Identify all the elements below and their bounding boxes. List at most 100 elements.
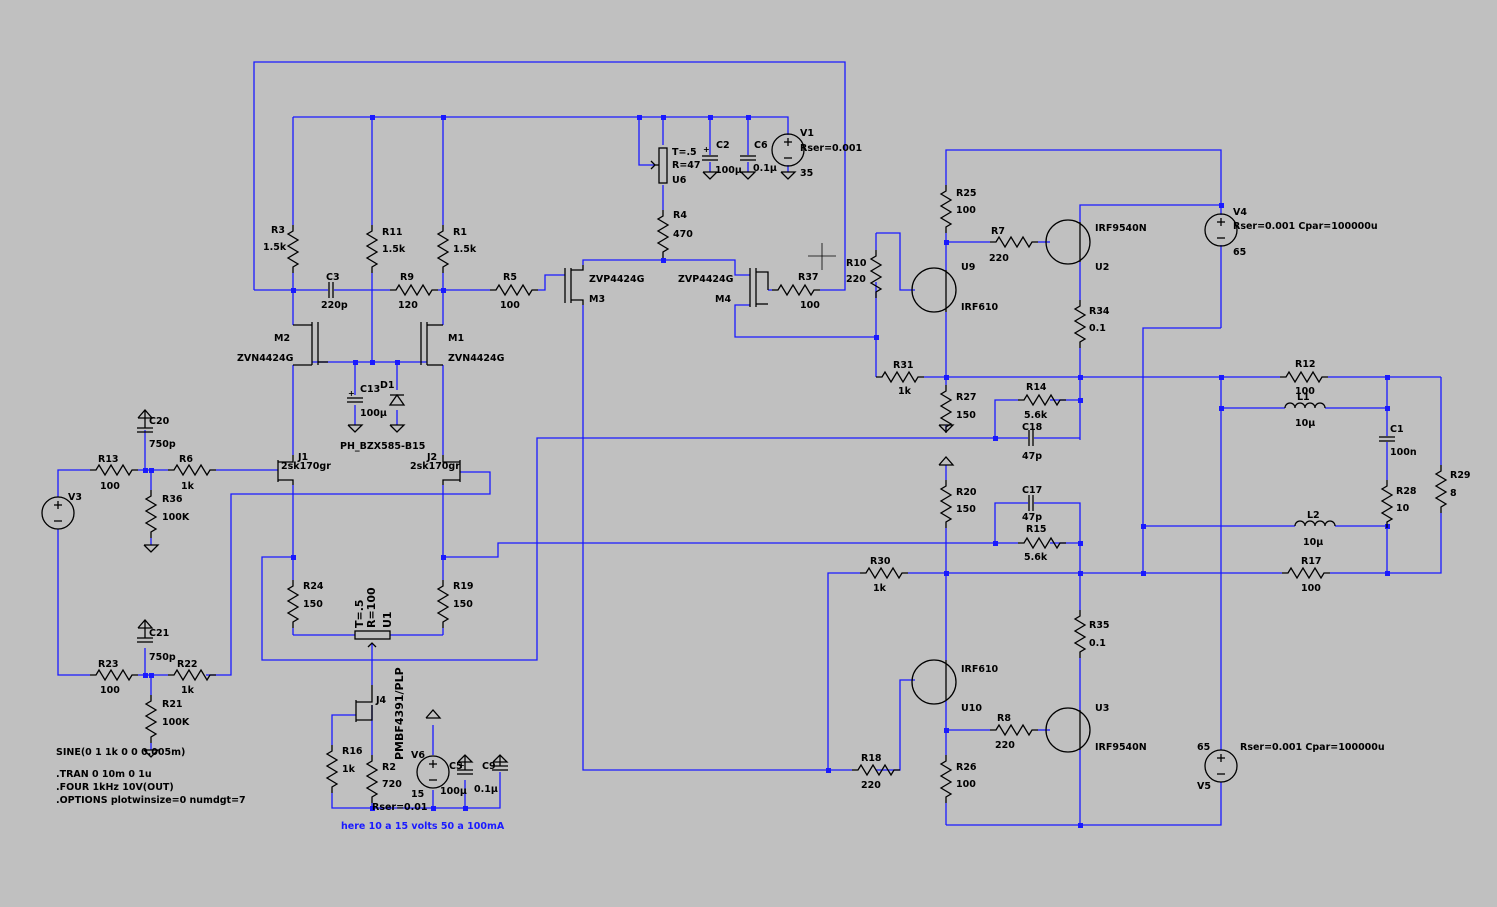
label-R4-value: 470 (673, 229, 693, 240)
label-C2-value: 100µ (715, 165, 742, 176)
label-R5: R5 (503, 272, 517, 283)
label-C21: C21 (149, 628, 169, 639)
label-R4: R4 (673, 210, 687, 221)
label-V1-param: Rser=0.001 (800, 143, 862, 154)
label-R11: R11 (382, 227, 403, 238)
label-C2: C2 (716, 140, 730, 151)
label-R3-value: 1.5k (263, 242, 287, 253)
label-R22-value: 1k (181, 685, 195, 696)
label-U9: U9 (961, 262, 975, 273)
label-R27-value: 150 (956, 410, 976, 421)
label-J2: J2 (426, 452, 437, 463)
label-U2: U2 (1095, 262, 1109, 273)
directive-four: .FOUR 1kHz 10V(OUT) (56, 782, 174, 793)
label-R31: R31 (893, 360, 914, 371)
label-M2-value: ZVN4424G (237, 353, 294, 364)
label-R15: R15 (1026, 524, 1047, 535)
label-R30: R30 (870, 556, 891, 567)
component-symbols: + + + (41, 133, 1447, 804)
label-C20: C20 (149, 416, 170, 427)
label-R16: R16 (342, 746, 363, 757)
label-R15-value: 5.6k (1024, 552, 1048, 563)
label-R21-value: 100K (162, 717, 190, 728)
label-J4: J4 (375, 695, 387, 706)
label-R2-value: 720 (382, 779, 402, 790)
label-C13-value: 100µ (360, 408, 387, 419)
label-J2-value: 2sk170gr (410, 461, 460, 472)
label-C3-value: 220p (321, 300, 348, 311)
label-C3: C3 (326, 272, 340, 283)
label-R2: R2 (382, 762, 396, 773)
label-U10-value: IRF610 (961, 664, 999, 675)
label-R23: R23 (98, 659, 119, 670)
label-V1-value: 35 (800, 168, 813, 179)
label-R25: R25 (956, 188, 977, 199)
label-R16-value: 1k (342, 764, 356, 775)
label-R22: R22 (177, 659, 198, 670)
label-R26: R26 (956, 762, 977, 773)
label-R17: R17 (1301, 556, 1322, 567)
label-R10-value: 220 (846, 274, 866, 285)
label-M4-value: ZVP4424G (678, 274, 734, 285)
label-R23-value: 100 (100, 685, 120, 696)
label-L1-value: 10µ (1295, 418, 1315, 429)
svg-text:+: + (348, 389, 355, 398)
directive-options: .OPTIONS plotwinsize=0 numdgt=7 (56, 795, 246, 806)
label-C5-value: 100µ (440, 786, 467, 797)
directive-tran: .TRAN 0 10m 0 1u (56, 769, 152, 780)
label-L2: L2 (1307, 510, 1320, 521)
label-R34-value: 0.1 (1089, 323, 1106, 334)
label-C5: C5 (449, 761, 463, 772)
label-R35-value: 0.1 (1089, 638, 1106, 649)
label-R24: R24 (303, 581, 324, 592)
label-L1: L1 (1297, 392, 1310, 403)
label-M1: M1 (448, 333, 464, 344)
label-R14: R14 (1026, 382, 1047, 393)
label-R3: R3 (271, 225, 285, 236)
label-V6: V6 (411, 750, 425, 761)
label-C17: C17 (1022, 485, 1042, 496)
label-C17-value: 47p (1022, 512, 1042, 523)
label-V1: V1 (800, 128, 814, 139)
label-R26-value: 100 (956, 779, 976, 790)
label-U3-value: IRF9540N (1095, 742, 1147, 753)
label-C6-value: 0.1µ (753, 163, 777, 174)
label-R36: R36 (162, 494, 183, 505)
label-D1: D1 (380, 380, 395, 391)
label-C18-value: 47p (1022, 451, 1042, 462)
label-R20: R20 (956, 487, 977, 498)
label-R29: R29 (1450, 470, 1471, 481)
label-U1-value: R=100 (365, 587, 378, 628)
comment-text: here 10 a 15 volts 50 a 100mA (341, 821, 505, 832)
label-R36-value: 100K (162, 512, 190, 523)
label-C6: C6 (754, 140, 768, 151)
label-R34: R34 (1089, 306, 1110, 317)
label-R13-value: 100 (100, 481, 120, 492)
label-R27: R27 (956, 392, 977, 403)
label-R7: R7 (991, 226, 1005, 237)
label-R9-value: 120 (398, 300, 418, 311)
label-R8-value: 220 (995, 740, 1015, 751)
label-R35: R35 (1089, 620, 1110, 631)
label-J1: J1 (297, 452, 308, 463)
label-R13: R13 (98, 454, 119, 465)
label-V6-value: 15 (411, 789, 424, 800)
label-R9: R9 (400, 272, 414, 283)
label-R11-value: 1.5k (382, 244, 406, 255)
label-C1: C1 (1390, 424, 1404, 435)
label-C9-value: 0.1µ (474, 784, 498, 795)
label-R21: R21 (162, 699, 183, 710)
label-M3: M3 (589, 294, 605, 305)
label-V3: V3 (68, 492, 82, 503)
label-J1-value: 2sk170gr (281, 461, 331, 472)
label-U6: U6 (672, 175, 687, 186)
label-R18-value: 220 (861, 780, 881, 791)
label-M4: M4 (715, 294, 731, 305)
directive-source: SINE(0 1 1k 0 0 0.005m) (56, 747, 185, 758)
label-U2-value: IRF9540N (1095, 223, 1147, 234)
label-V6-param: Rser=0.01 (372, 802, 428, 813)
label-J4-value: PMBF4391/PLP (393, 667, 406, 760)
label-U6-param: T=.5 (672, 147, 697, 158)
